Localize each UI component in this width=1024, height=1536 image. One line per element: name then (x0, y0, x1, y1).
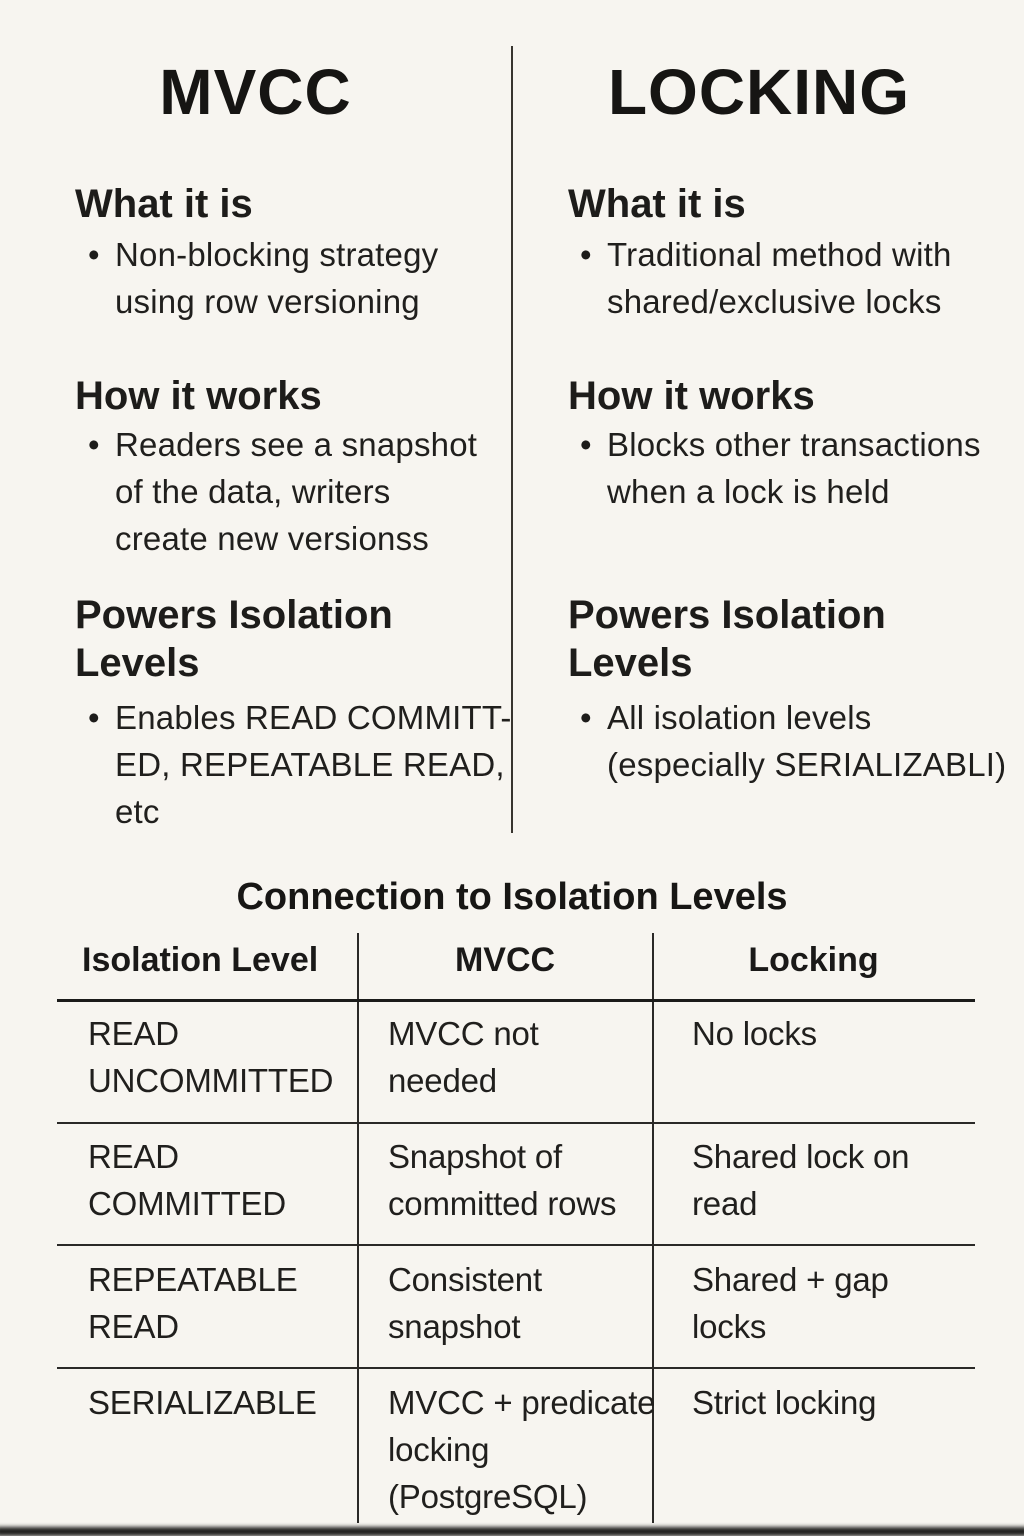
table-cell-mvcc: MVCC not needed (388, 1015, 539, 1099)
table-cell-locking: Shared + gap locks (692, 1261, 889, 1345)
table-cell-mvcc: Consistent snapshot (388, 1261, 542, 1345)
heading-line: Levels (75, 641, 200, 685)
table-row-divider (57, 1367, 975, 1369)
section-heading-mvcc-powers-isolation-levels: Powers Isolation Levels (75, 591, 393, 687)
table-header-mvcc: MVCC (454, 941, 556, 979)
heading-line: What it is (568, 182, 746, 226)
table-row-divider (57, 1122, 975, 1124)
table-header-isolation-level: Isolation Level (82, 941, 319, 979)
bullet-item: • Non-blocking strategy using row versio… (88, 231, 438, 325)
column-divider (511, 46, 513, 833)
bullet-item: • Readers see a snapshot of the data, wr… (88, 421, 477, 562)
bullet-text: Readers see a snapshot of the data, writ… (115, 426, 478, 557)
section-heading-locking-powers-isolation-levels: Powers Isolation Levels (568, 591, 886, 687)
table-cell-locking: Strict locking (692, 1384, 877, 1421)
bullet-icon: • (580, 699, 592, 736)
heading-line: Powers Isolation (75, 593, 393, 637)
table-cell-locking: Shared lock on read (692, 1138, 910, 1222)
table-cell-level: READ UNCOMMITTED (88, 1015, 334, 1099)
bullet-item: • Enables READ COMMITT- ED, REPEATABLE R… (88, 694, 512, 835)
page-bottom-edge (0, 1527, 1024, 1536)
table-cell-locking: No locks (692, 1015, 817, 1052)
bullet-text: Enables READ COMMITT- ED, REPEATABLE REA… (115, 699, 512, 830)
section-heading-mvcc-how-it-works: How it works (75, 372, 322, 420)
table-cell-level: SERIALIZABLE (88, 1384, 317, 1421)
table-header-locking: Locking (748, 941, 879, 979)
heading-line: How it works (568, 374, 815, 418)
section-heading-mvcc-what-it-is: What it is (75, 180, 253, 228)
table-cell-mvcc: Snapshot of committed rows (388, 1138, 617, 1222)
bullet-text: Non-blocking strategy using row versioni… (115, 236, 439, 320)
heading-line: Powers Isolation (568, 593, 886, 637)
table-cell-mvcc: MVCC + predicate locking (PostgreSQL) (388, 1384, 656, 1515)
bullet-icon: • (88, 699, 100, 736)
bullet-icon: • (88, 236, 100, 273)
heading-line: Levels (568, 641, 693, 685)
bullet-item: • All isolation levels (especially SERIA… (580, 694, 1006, 788)
column-title-mvcc: MVCC (159, 56, 352, 128)
table-column-divider (357, 933, 359, 1523)
table-header-divider (57, 999, 975, 1002)
table-row-divider (57, 1244, 975, 1246)
bullet-icon: • (88, 426, 100, 463)
section-heading-locking-what-it-is: What it is (568, 180, 746, 228)
bullet-text: Traditional method with shared/exclusive… (607, 236, 952, 320)
bullet-icon: • (580, 236, 592, 273)
table-cell-level: READ COMMITTED (88, 1138, 287, 1222)
bullet-text: All isolation levels (especially SERIALI… (607, 699, 1007, 783)
table-title: Connection to Isolation Levels (236, 876, 788, 918)
bullet-item: • Blocks other transactions when a lock … (580, 421, 981, 515)
table-cell-level: REPEATABLE READ (88, 1261, 298, 1345)
table-column-divider (652, 933, 654, 1523)
bullet-item: • Traditional method with shared/exclusi… (580, 231, 952, 325)
heading-line: What it is (75, 182, 253, 226)
section-heading-locking-how-it-works: How it works (568, 372, 815, 420)
bullet-icon: • (580, 426, 592, 463)
heading-line: How it works (75, 374, 322, 418)
column-title-locking: LOCKING (607, 56, 911, 128)
bullet-text: Blocks other transactions when a lock is… (607, 426, 981, 510)
